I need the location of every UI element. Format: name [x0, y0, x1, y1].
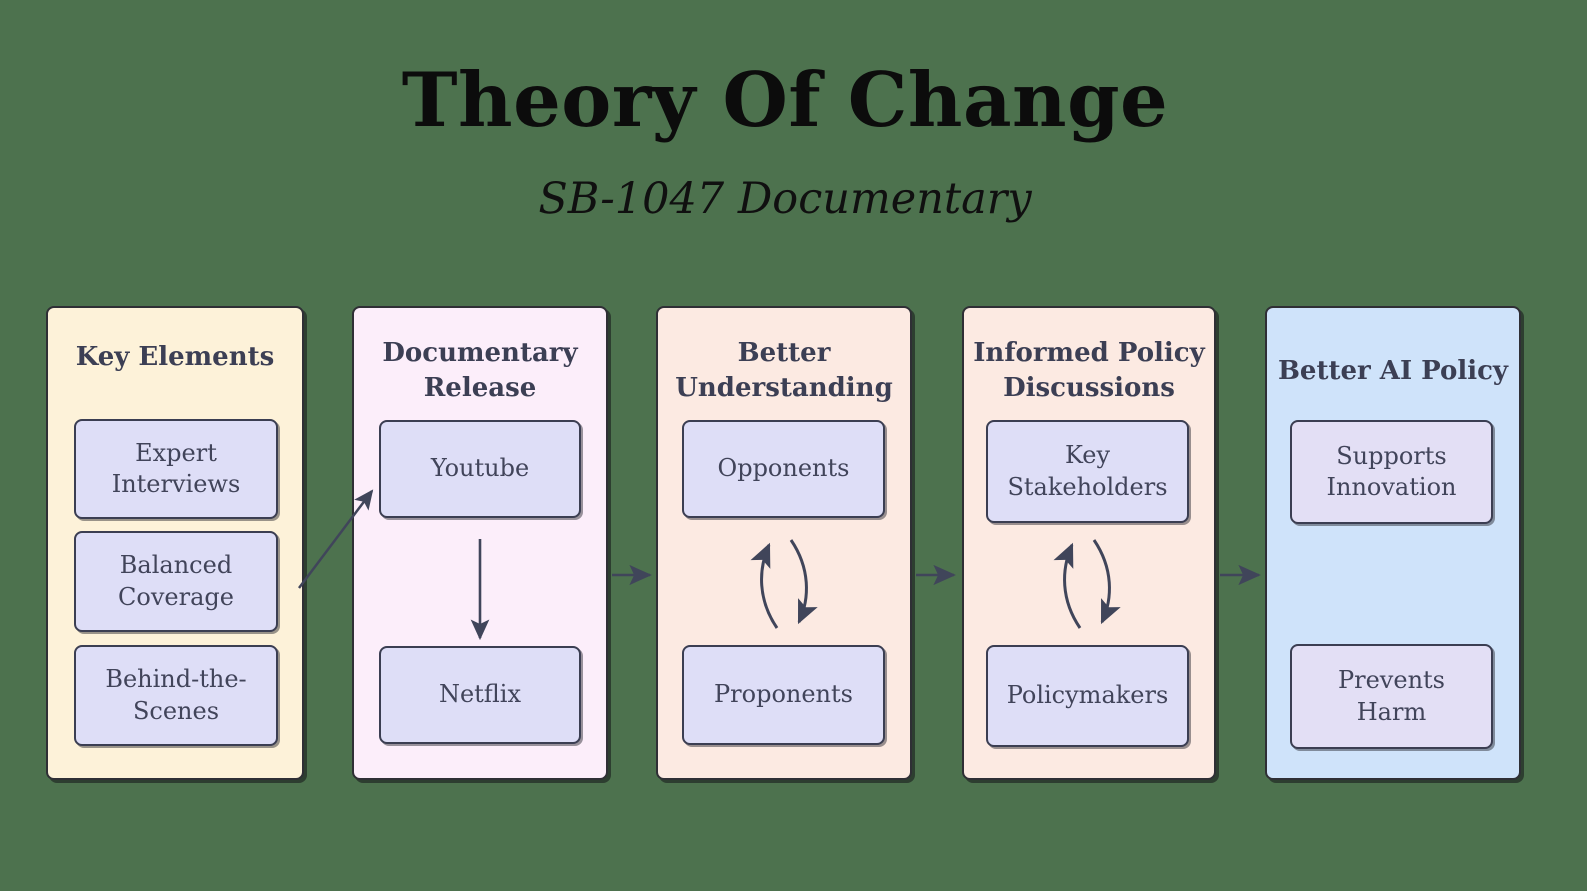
column-title-better-understanding: Better Understanding — [675, 338, 893, 403]
node-policymakers[interactable]: Policymakers — [986, 645, 1189, 747]
column-title-key-elements: Key Elements — [75, 342, 275, 372]
column-title-informed-policy-discussions: Informed Policy Discussions — [973, 338, 1205, 403]
page-subtitle: SB-1047 Documentary — [538, 174, 1032, 224]
node-youtube[interactable]: Youtube — [379, 420, 581, 518]
column-title-documentary-release: Documentary Release — [382, 338, 578, 403]
column-title-better-ai-policy: Better AI Policy — [1277, 356, 1509, 386]
node-behind-the-scenes[interactable]: Behind-the- Scenes — [74, 645, 278, 746]
node-key-stakeholders[interactable]: Key Stakeholders — [986, 420, 1189, 523]
page-title: Theory Of Change — [401, 56, 1169, 144]
node-balanced-coverage[interactable]: Balanced Coverage — [74, 531, 278, 632]
node-proponents[interactable]: Proponents — [682, 645, 885, 745]
node-expert-interviews[interactable]: Expert Interviews — [74, 419, 278, 519]
node-prevents-harm[interactable]: Prevents Harm — [1290, 644, 1493, 749]
node-opponents[interactable]: Opponents — [682, 420, 885, 518]
node-supports-innovation[interactable]: Supports Innovation — [1290, 420, 1493, 524]
node-netflix[interactable]: Netflix — [379, 646, 581, 744]
